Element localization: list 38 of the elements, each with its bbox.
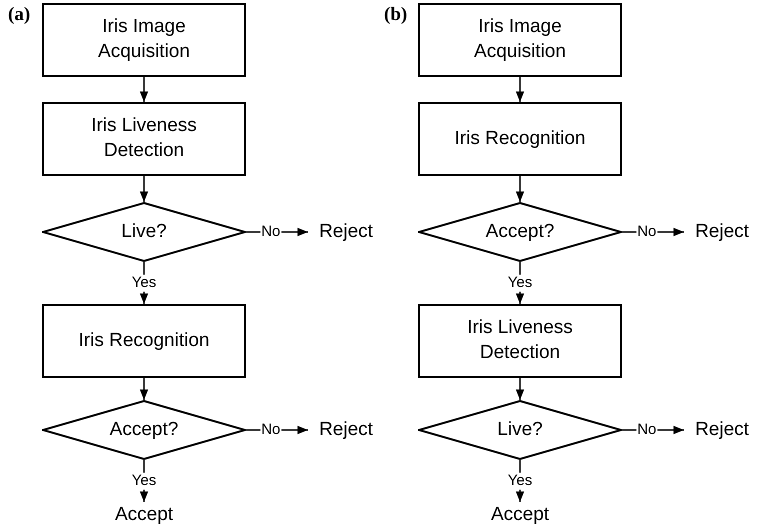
decision-diamond bbox=[418, 400, 622, 460]
process-box bbox=[418, 102, 622, 176]
arrow bbox=[140, 378, 148, 400]
arrow bbox=[516, 77, 524, 102]
decision-diamond bbox=[418, 202, 622, 262]
node-text: Iris Image Acquisition bbox=[473, 15, 567, 64]
node-text: Iris Liveness Detection bbox=[90, 114, 198, 163]
process-box bbox=[418, 304, 622, 378]
decision-diamond bbox=[42, 400, 246, 460]
edge-label: Yes bbox=[130, 274, 158, 292]
arrow bbox=[516, 176, 524, 202]
edge-label: Yes bbox=[506, 274, 534, 292]
arrow bbox=[516, 378, 524, 400]
outcome-text: Reject bbox=[684, 218, 760, 246]
outcome-text: Reject bbox=[308, 218, 384, 246]
process-box bbox=[42, 3, 246, 77]
panel-label: (b) bbox=[384, 4, 408, 26]
node-text: Accept? bbox=[486, 220, 554, 244]
process-box bbox=[42, 102, 246, 176]
node-text: Iris Recognition bbox=[78, 328, 210, 353]
node-text: Iris Image Acquisition bbox=[97, 15, 191, 64]
outcome-text: Accept bbox=[108, 502, 180, 528]
decision-diamond bbox=[42, 202, 246, 262]
arrow bbox=[140, 176, 148, 202]
process-box bbox=[418, 3, 622, 77]
edge-label: Yes bbox=[506, 472, 534, 490]
node-text: Live? bbox=[121, 220, 167, 244]
panel-label: (a) bbox=[8, 4, 30, 26]
outcome-text: Reject bbox=[684, 416, 760, 444]
node-text: Live? bbox=[497, 418, 543, 442]
outcome-text: Reject bbox=[308, 416, 384, 444]
outcome-text: Accept bbox=[484, 502, 556, 528]
node-text: Iris Liveness Detection bbox=[466, 316, 574, 365]
edge-label: Yes bbox=[130, 472, 158, 490]
arrow bbox=[140, 77, 148, 102]
node-text: Accept? bbox=[110, 418, 178, 442]
process-box bbox=[42, 304, 246, 378]
node-text: Iris Recognition bbox=[454, 126, 586, 151]
